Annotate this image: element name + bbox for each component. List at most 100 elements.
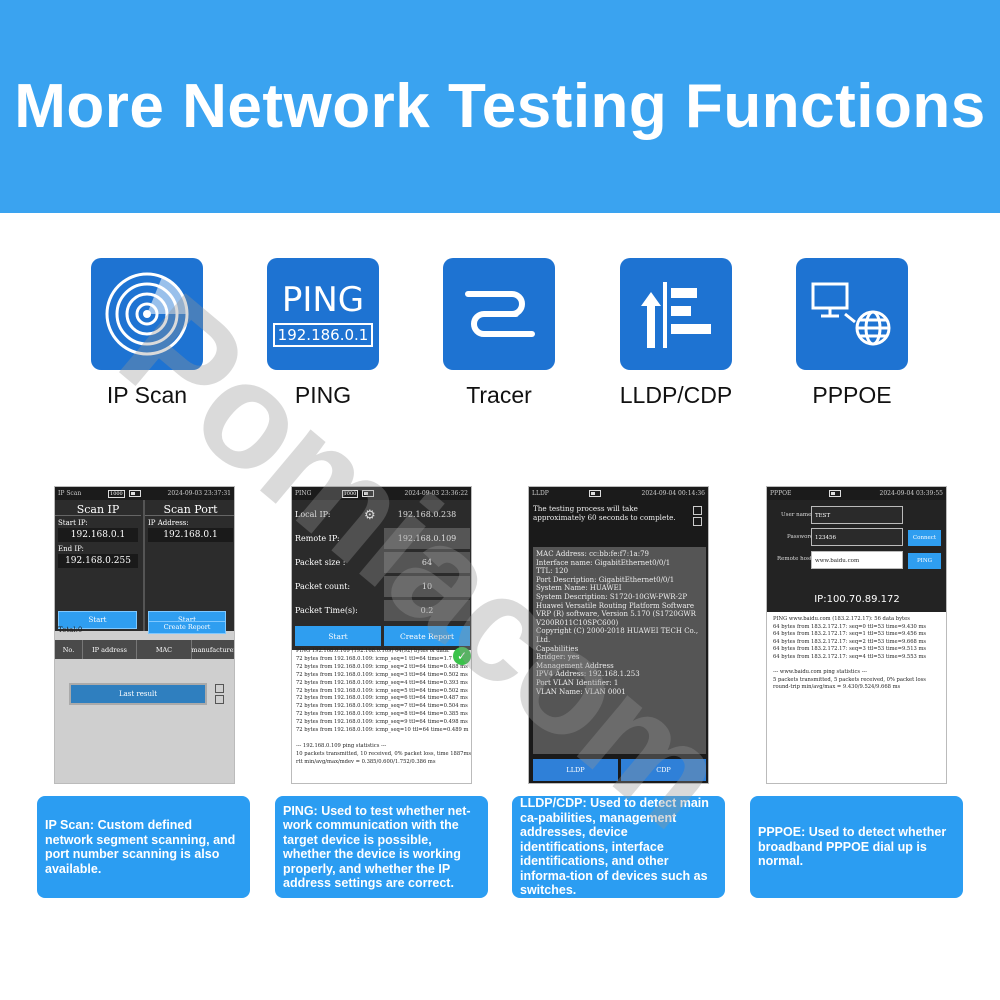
side-icons [215, 684, 225, 706]
info-line: Interface name: GigabitEthernet0/0/1 [536, 558, 671, 567]
end-ip-input[interactable]: 192.168.0.255 [58, 554, 138, 568]
packet-count-input[interactable]: 10 [384, 576, 470, 597]
col-ip-address: IP address [83, 640, 137, 659]
info-line: Copyright (C) 2000-2018 HUAWEI TECH Co.,… [536, 627, 699, 644]
packet-count-row: Packet count: 10 [292, 576, 471, 597]
password-label: Password: [787, 534, 816, 540]
packet-count-label: Packet count: [295, 582, 351, 591]
status-bar: PING 1000 2024-09-03 23:36:22 [292, 487, 471, 500]
log-line: 64 bytes from 183.2.172.17: seq=4 ttl=53… [773, 653, 927, 660]
username-input[interactable]: TEST [811, 506, 903, 524]
packet-size-label: Packet size : [295, 558, 346, 567]
ping-settings-panel: Local IP: ⚙ 192.168.0.238 Remote IP: 192… [292, 500, 471, 650]
log-line: 64 bytes from 183.2.172.17: seq=3 ttl=53… [773, 646, 927, 653]
side-icons [693, 506, 702, 528]
lldp-label: LLDP/CDP [619, 382, 733, 408]
end-ip-label: End IP: [58, 545, 84, 553]
speed-badge: 1000 [341, 489, 359, 498]
local-ip-value: 192.168.0.238 [397, 510, 457, 519]
log-line: --- www.baidu.com ping statistics --- [773, 669, 867, 676]
log-line: 5 packets transmitted, 5 packets receive… [773, 676, 926, 683]
pppoe-output-log: PING www.baidu.com (183.2.172.17): 56 da… [773, 616, 945, 692]
packet-time-row: Packet Time(s): 0.2 [292, 600, 471, 621]
log-line: 72 bytes from 192.168.0.109: icmp_seq=6 … [296, 695, 468, 702]
tab-scan-port[interactable]: Scan Port [145, 500, 234, 516]
status-bar: PPPOE 2024-09-04 03:39:55 [767, 487, 946, 500]
ping-description: PING: Used to test whether net-work comm… [275, 796, 488, 898]
info-line: Capabilities [536, 644, 579, 653]
tab-scan-ip[interactable]: Scan IP [55, 500, 141, 516]
start-scan-ip-button[interactable]: Start [58, 611, 137, 629]
pppoe-screen: PPPOE 2024-09-04 03:39:55 User name: TES… [766, 486, 947, 784]
col-manufacturer: manufacturer [191, 645, 235, 654]
battery-icon [128, 490, 141, 497]
ip-address-input[interactable]: 192.168.0.1 [148, 528, 233, 542]
status-title: PING [295, 490, 312, 497]
status-time: 2024-09-04 03:39:55 [879, 490, 943, 497]
import-icon[interactable] [215, 695, 224, 704]
info-line: VRP (R) software, Version 5.170 (S1720GW… [536, 610, 696, 619]
ping-output-log: PING 192.168.0.109 (192.168.0.109) 64(92… [296, 648, 472, 767]
packet-time-input[interactable]: 0.2 [384, 600, 470, 621]
password-input[interactable]: 123456 [811, 528, 903, 546]
page-title: More Network Testing Functions [14, 72, 986, 141]
create-report-button[interactable]: Create Report [384, 626, 470, 646]
local-ip-row: Local IP: ⚙ 192.168.0.238 [292, 504, 471, 525]
username-label: User name: [781, 512, 814, 518]
pppoe-description: PPPOE: Used to detect whether broadband … [750, 796, 963, 898]
info-line: System Name: HUAWEI [536, 584, 622, 593]
log-line: 64 bytes from 183.2.172.17: seq=1 ttl=53… [773, 631, 927, 638]
log-line: round-trip min/avg/max = 9.430/9.524/9.6… [773, 684, 901, 691]
log-line: 72 bytes from 192.168.0.109: icmp_seq=5 … [296, 687, 468, 694]
remote-host-label: Remote host: [777, 556, 814, 562]
pppoe-panel: User name: TEST Password: 123456 Connect… [767, 500, 946, 612]
log-line: 72 bytes from 192.168.0.109: icmp_seq=1 … [296, 655, 452, 662]
ip-address-label: IP Address: [148, 519, 189, 527]
cdp-button[interactable]: CDP [621, 759, 706, 781]
col-mac: MAC [137, 640, 192, 659]
info-line: TTL: 120 [536, 567, 569, 576]
success-check-icon: ✓ [453, 647, 471, 665]
ping-button[interactable]: PING [908, 553, 941, 569]
status-time: 2024-09-04 00:14:36 [641, 490, 705, 497]
ping-description-text: PING: Used to test whether net-work comm… [283, 803, 471, 891]
radar-icon [91, 258, 203, 370]
connect-button[interactable]: Connect [908, 530, 941, 546]
col-no: No. [55, 640, 83, 659]
packet-size-input[interactable]: 64 [384, 552, 470, 573]
total-count: Total:0 [58, 626, 83, 634]
remote-ip-input[interactable]: 192.168.0.109 [384, 528, 470, 549]
ping-screen: PING 1000 2024-09-03 23:36:22 Local IP: … [291, 486, 472, 784]
gear-icon[interactable]: ⚙ [364, 508, 376, 523]
remote-host-select[interactable]: www.baidu.com [811, 551, 903, 569]
scan-panel: Scan IP Start IP: 192.168.0.1 End IP: 19… [55, 500, 234, 631]
status-time: 2024-09-03 23:37:31 [167, 490, 231, 497]
start-ping-button[interactable]: Start [295, 626, 381, 646]
log-line: 10 packets transmitted, 10 received, 0% … [296, 750, 472, 757]
import-icon[interactable] [693, 517, 702, 526]
last-result-button[interactable]: Last result [69, 683, 207, 705]
status-title: IP Scan [58, 490, 82, 497]
log-line: --- 192.168.0.109 ping statistics --- [296, 742, 387, 749]
create-report-button[interactable]: Create Report [148, 621, 226, 634]
pppoe-label: PPPOE [812, 382, 892, 408]
status-title: LLDP [532, 490, 549, 497]
lldp-button[interactable]: LLDP [533, 759, 618, 781]
pppoe-function: PPPOE [782, 258, 922, 409]
remote-ip-label: Remote IP: [295, 534, 340, 543]
start-ip-input[interactable]: 192.168.0.1 [58, 528, 138, 542]
log-line [296, 735, 471, 743]
results-table-header: No. IP address MAC manufacturer [55, 640, 235, 659]
export-icon[interactable] [693, 506, 702, 515]
scan-port-column: Scan Port IP Address: 192.168.0.1 Start [143, 500, 234, 631]
status-bar: IP Scan 1000 2024-09-03 23:37:31 [55, 487, 234, 500]
export-icon[interactable] [215, 684, 224, 693]
intro-text: The testing process will take approximat… [533, 504, 676, 522]
info-line: Port VLAN Identifier: 1 [536, 678, 619, 687]
log-line: 72 bytes from 192.168.0.109: icmp_seq=7 … [296, 703, 468, 710]
info-line: Management Address [536, 661, 614, 670]
log-line [773, 662, 945, 670]
ip-scan-label: IP Scan [106, 382, 188, 408]
ping-icon-text: PING [281, 279, 365, 320]
log-line: 64 bytes from 183.2.172.17: seq=0 ttl=53… [773, 623, 927, 630]
